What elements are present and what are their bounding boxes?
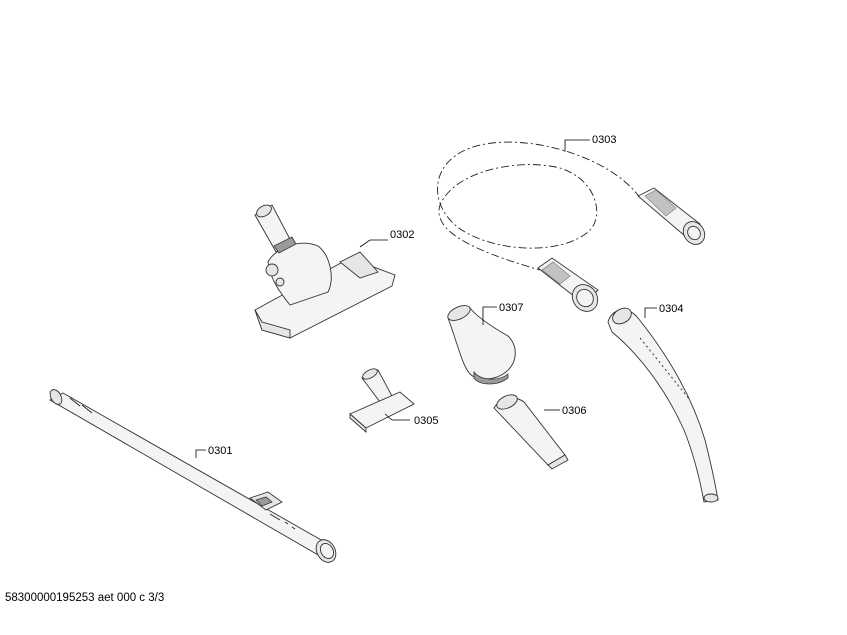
part-label-0302: 0302	[390, 229, 414, 241]
part-label-0307: 0307	[499, 302, 523, 314]
hose-handle-0304[interactable]	[607, 305, 719, 503]
leader-0305	[384, 413, 410, 421]
leader-0301	[195, 449, 206, 458]
leader-0307	[482, 306, 497, 325]
crevice-nozzle-0306[interactable]	[493, 392, 569, 470]
flexible-hose-0303[interactable]	[437, 141, 710, 316]
floor-nozzle-0302[interactable]	[254, 203, 396, 339]
brush-nozzle-0307[interactable]	[446, 302, 516, 385]
part-label-0304: 0304	[659, 303, 683, 315]
diagram-reference-code: 58300000195253 aet 000 c 3/3	[5, 592, 165, 604]
part-label-0305: 0305	[414, 415, 438, 427]
leader-0304	[644, 307, 657, 318]
part-label-0303: 0303	[592, 134, 616, 146]
telescopic-tube-0301[interactable]	[48, 388, 340, 566]
leader-0303	[564, 139, 590, 152]
part-label-0301: 0301	[208, 445, 232, 457]
leader-0302	[359, 239, 388, 248]
upholstery-nozzle-0305[interactable]	[349, 367, 415, 433]
part-label-0306: 0306	[562, 405, 586, 417]
